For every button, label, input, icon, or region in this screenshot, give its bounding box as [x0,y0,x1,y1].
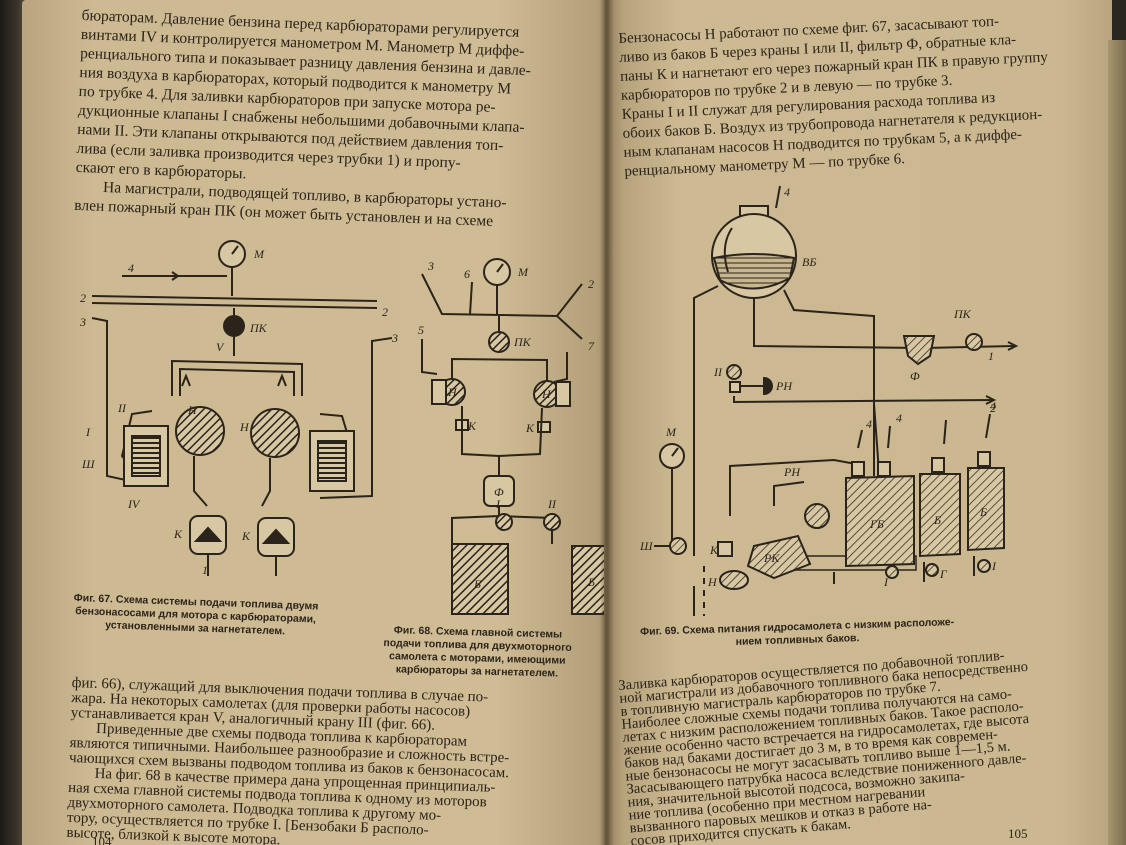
fig68-caption: Фиг. 68. Схема главной системы подачи то… [383,624,573,681]
figure-68-diagram: М ПК Н Н К К Ф I II Б Б 3 6 2 5 7 [418,258,614,615]
right-page-number: 105 [1008,826,1028,841]
fig68-label-f: Ф [494,485,504,499]
fig67-label-n1: Н [187,403,198,417]
book-page-edge [1108,40,1126,845]
fig67-label-t1: 1 [202,563,208,577]
fig67-label-pk: ПК [249,321,268,335]
fig69-label-t4b: 4 [866,417,872,431]
fig67-label-k1: К [173,527,183,541]
book-cover-edge [0,0,26,845]
fig68-label-i: I [495,497,501,511]
fig69-label-n: Н [707,575,718,589]
fig69-label-f: Ф [910,369,920,383]
fig68-label-pk: ПК [513,335,532,349]
fig68-label-k2: К [525,421,535,435]
fig68-label-t7: 7 [588,339,595,353]
fig68-label-t3: 3 [427,259,434,273]
fig67-label-t5: 2 [382,305,388,319]
fig68-label-t5: 5 [418,323,424,337]
fig68-label-t2: 2 [588,277,594,291]
fig69-label-ii: II [713,365,723,379]
fig68-label-b2: Б [587,575,595,589]
fig68-label-ii: II [547,497,557,511]
fig69-label-rn2: РН [783,465,801,479]
fig67-label-k2: К [241,529,251,543]
fig69-label-rn1: РН [775,379,793,393]
fig69-label-t4: 4 [784,185,790,199]
fig69-label-m: М [665,425,677,439]
fig69-label-t2: 2 [990,401,996,415]
fig67-label-n2: Н [239,420,250,434]
fig67-label-v: V [216,340,225,354]
fig67-label-t3: 3 [79,315,86,329]
fig69-label-t1: 1 [988,349,994,363]
left-bottom-text: фиг. 66), служащий для выключения подачи… [66,675,512,845]
fig68-label-t6: 6 [464,267,470,281]
fig69-label-rk: РК [763,551,780,565]
fig69-label-t4d: 4 [990,399,996,413]
book-gutter [600,0,614,845]
left-page-number: 104 [92,834,112,845]
fig69-label-pk: ПК [953,307,972,321]
fig69-label-sh: Ш [639,539,654,553]
left-top-text: бюраторам. Давление бензина перед карбюр… [74,6,533,232]
fig68-label-k1: К [467,419,477,433]
fig69-label-vb: ВБ [802,255,816,269]
fig68-label-b1: Б [473,577,481,591]
fig67-label-r3: Ш [81,457,96,471]
fig68-label-n1: Н [447,385,458,399]
fig69-label-gb: ГБ [869,517,884,531]
right-top-text: Бензонасосы Н работают по схеме фиг. 67,… [618,11,1053,182]
fig69-label-t4c: 4 [896,411,902,425]
fig69-label-g: Г [939,567,948,581]
figure-69-diagram: 4 ВБ ПК 1 Ф II РН 2 М РН ГБ Б Б К Н Ш РК… [639,185,1019,616]
fig67-label-m: М [253,247,265,261]
right-page: Бензонасосы Н работают по схеме фиг. 67,… [604,0,1112,845]
fig68-label-m: М [517,265,529,279]
fig69-label-b2: Б [979,505,987,519]
fig67-label-r4: IV [127,497,141,511]
right-bottom-text: Заливка карбюраторов осуществляется по д… [618,648,1040,845]
left-page: бюраторам. Давление бензина перед карбюр… [22,0,614,845]
fig67-caption: Фиг. 67. Схема системы подачи топлива дв… [73,592,319,640]
fig68-label-n2: Н [541,387,552,401]
fig67-label-r2: II [117,401,127,415]
fig69-label-b1: Б [933,513,941,527]
fig69-label-i2: I [991,559,997,573]
figure-67-diagram: М ПК Н Н К К I II Ш IV V 1 2 3 4 2 3 [79,240,398,577]
fig67-label-t6: 3 [391,331,398,345]
fig67-label-t2: 2 [80,291,86,305]
fig69-label-i1: I [883,575,889,589]
fig67-label-t4: 4 [128,261,134,275]
fig67-label-r1: I [85,425,91,439]
fig69-label-k: К [709,543,719,557]
